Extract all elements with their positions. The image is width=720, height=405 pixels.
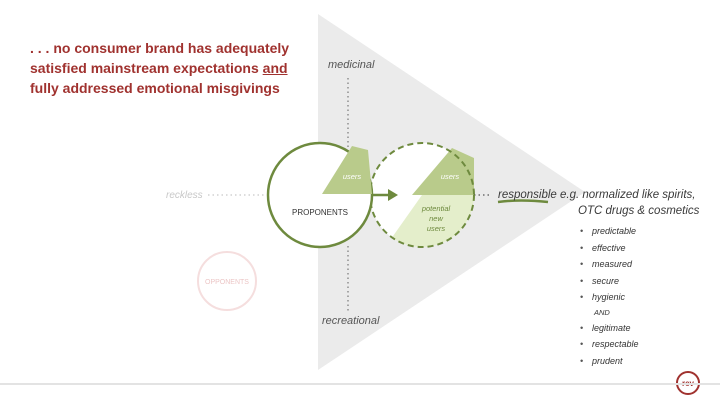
- attribute-label: hygienic: [592, 292, 626, 302]
- attribute-label: respectable: [592, 339, 639, 349]
- attribute-label: secure: [592, 275, 620, 286]
- attribute-item: • hygienic: [580, 289, 639, 306]
- attribute-list: • predictable • effective • measured • secure • h…: [580, 223, 639, 369]
- footer-divider: [0, 383, 720, 385]
- bullet-icon: •: [580, 275, 584, 286]
- bullet-icon: •: [580, 242, 584, 253]
- migration-arrow-head: [388, 189, 398, 201]
- headline-part1: . . . no consumer brand has adequately s…: [30, 40, 290, 76]
- attribute-label: effective: [592, 242, 626, 253]
- opponents-circle: [197, 251, 257, 311]
- users-label-left: users: [343, 172, 362, 181]
- bullet-icon: •: [580, 355, 584, 366]
- attribute-connector: AND: [580, 306, 639, 320]
- potential-users-lower-wedge: [392, 195, 474, 248]
- attribute-connector-label: AND: [594, 307, 610, 317]
- attribute-label: prudent: [592, 355, 623, 366]
- attribute-item: • prudent: [580, 353, 639, 370]
- potential-label-line3: users: [427, 224, 446, 233]
- bullet-icon: •: [580, 339, 584, 349]
- attribute-item: • measured: [580, 256, 639, 273]
- bullet-icon: •: [580, 259, 584, 269]
- attribute-item: • respectable: [580, 336, 639, 353]
- attribute-label: predictable: [592, 226, 637, 236]
- proponents-label: PROPONENTS: [292, 208, 348, 217]
- responsible-label: responsible e.g. normalized like spirits…: [498, 187, 699, 219]
- attribute-item: • predictable: [580, 223, 639, 240]
- bullet-icon: •: [580, 322, 584, 333]
- responsible-line1: responsible e.g. normalized like spirits…: [498, 189, 696, 201]
- users-triangle-right: [412, 148, 474, 195]
- axis-label-recreational: recreational: [322, 315, 380, 327]
- responsible-line2: OTC drugs & cosmetics: [578, 205, 700, 217]
- headline: . . . no consumer brand has adequately s…: [30, 38, 300, 98]
- attribute-item: • effective: [580, 240, 639, 257]
- attribute-label: legitimate: [592, 322, 631, 333]
- axis-label-reckless: reckless: [166, 190, 203, 201]
- headline-part2: fully addressed emotional misgivings: [30, 80, 280, 96]
- users-label-right: users: [441, 172, 460, 181]
- attribute-label: measured: [592, 259, 633, 269]
- potential-label-line1: potential: [421, 204, 451, 213]
- attribute-item: • secure: [580, 273, 639, 290]
- bullet-icon: •: [580, 292, 584, 302]
- users-triangle-left: [322, 146, 372, 194]
- responsible-underline: [497, 199, 549, 204]
- axis-label-medicinal: medicinal: [328, 59, 375, 71]
- bullet-icon: •: [580, 226, 584, 236]
- potential-label-line2: new: [429, 214, 443, 223]
- attribute-item: • legitimate: [580, 320, 639, 337]
- opponents-label: OPPONENTS: [205, 279, 249, 286]
- headline-and: and: [262, 60, 288, 76]
